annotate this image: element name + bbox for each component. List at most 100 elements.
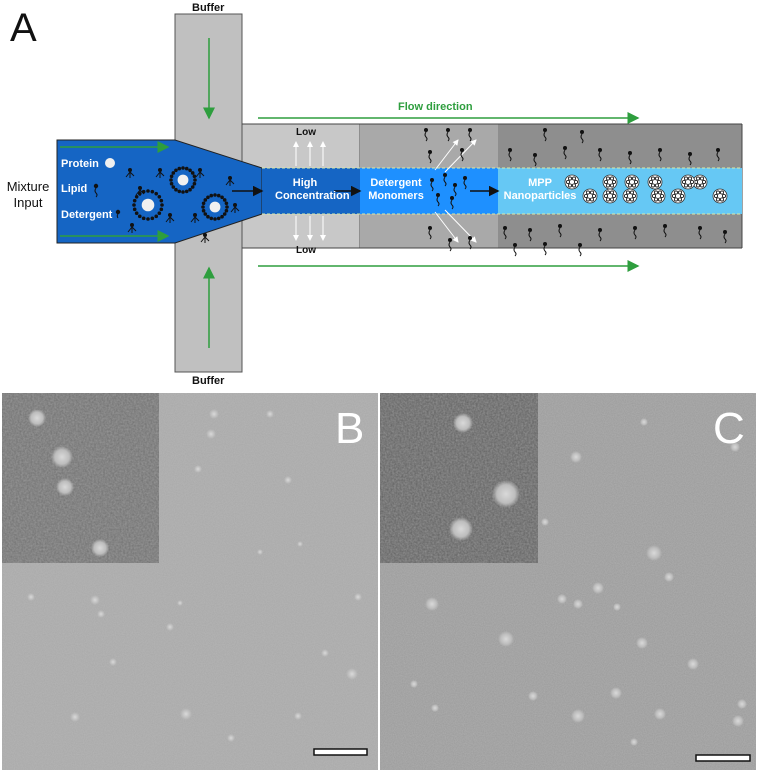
particle: [498, 631, 514, 647]
particles-c: [410, 413, 747, 746]
particle: [557, 594, 567, 604]
detergent-monomer: [628, 151, 632, 165]
lipid-cluster: [190, 213, 200, 223]
micrograph-b: [2, 393, 378, 770]
detergent-monomer: [443, 173, 447, 187]
particle: [571, 709, 585, 723]
particle: [177, 600, 183, 606]
detergent-monomer: [450, 196, 454, 210]
nanoparticle: [564, 174, 580, 190]
detergent-monomer: [563, 146, 567, 160]
particle: [354, 593, 362, 601]
particle: [194, 465, 202, 473]
detergent-monomer: [430, 178, 434, 192]
detergent-monomer: [658, 148, 662, 162]
scale-bar-b: [313, 748, 368, 756]
particle: [431, 704, 439, 712]
nanoparticle: [602, 188, 618, 204]
detergent-monomer: [688, 152, 692, 166]
particle: [70, 712, 80, 722]
buffer-label-top: Buffer: [192, 2, 225, 14]
particle: [284, 476, 292, 484]
stage-high-concentration: High Concentration: [275, 177, 350, 202]
flow-direction-label: Flow direction: [398, 101, 473, 113]
diffusion-arrows: [293, 139, 477, 243]
stage-detergent-monomers: Detergent Monomers: [368, 177, 424, 202]
nanoparticle: [647, 174, 663, 190]
detergent-monomer: [533, 153, 537, 167]
detergent-monomer: [446, 128, 450, 142]
detergent-monomer: [468, 236, 472, 250]
particle: [294, 712, 302, 720]
detergent-monomer: [598, 228, 602, 242]
nanoparticle: [622, 188, 638, 204]
detergent-monomer: [513, 243, 517, 257]
panel-label-a: A: [10, 6, 37, 50]
detergent-monomer: [428, 226, 432, 240]
micelle: [201, 193, 229, 221]
panel-label-c: C: [713, 404, 745, 453]
panel-label-b: B: [335, 404, 365, 453]
detergent-monomer: [468, 128, 472, 142]
nanoparticle: [650, 188, 666, 204]
lipid-cluster: [135, 186, 145, 196]
particle: [346, 668, 358, 680]
particle: [453, 413, 473, 433]
mixture-input-label: Mixture Input: [6, 179, 50, 210]
lipid-cluster: [230, 203, 240, 213]
nanoparticle: [582, 188, 598, 204]
particle: [541, 518, 549, 526]
particle: [180, 708, 192, 720]
nanoparticle: [680, 174, 696, 190]
particle: [592, 582, 604, 594]
nanoparticle: [602, 174, 618, 190]
detergent-monomer: [460, 148, 464, 162]
particle: [166, 623, 174, 631]
scale-bar-c: [695, 754, 751, 762]
particle: [737, 699, 747, 709]
detergent-monomer: [580, 130, 584, 144]
particle: [654, 708, 666, 720]
detergent-monomer: [508, 148, 512, 162]
particle: [528, 691, 538, 701]
particle: [425, 597, 439, 611]
detergent-monomer: [723, 230, 727, 244]
detergent-monomer: [424, 128, 428, 142]
particle: [266, 410, 274, 418]
detergent-monomer: [428, 150, 432, 164]
particle: [449, 517, 473, 541]
detergent-monomer: [463, 176, 467, 190]
stage-mpp-nanoparticles: MPP Nanoparticles: [503, 177, 577, 202]
particle: [646, 545, 662, 561]
micelle: [169, 166, 197, 194]
particle: [570, 451, 582, 463]
detergent-monomer: [503, 226, 507, 240]
particle: [56, 478, 74, 496]
detergent-monomer: [698, 226, 702, 240]
particle: [91, 539, 109, 557]
detergent-monomer: [448, 238, 452, 252]
detergent-monomer: [543, 128, 547, 142]
detergent-monomer: [633, 226, 637, 240]
particle: [687, 658, 699, 670]
particles-b: [27, 409, 362, 742]
detergent-monomer: [436, 193, 440, 207]
particle: [257, 549, 263, 555]
nanoparticle: [670, 188, 686, 204]
particle: [664, 572, 674, 582]
lipid-cluster: [200, 233, 210, 243]
detergent-icon: [115, 209, 121, 219]
detergent-monomer: [663, 224, 667, 238]
lipid-cluster: [155, 168, 165, 178]
particle: [297, 541, 303, 547]
detergent-monomer: [453, 183, 457, 197]
particle: [573, 599, 583, 609]
detergent-monomer: [598, 148, 602, 162]
particle: [636, 637, 648, 649]
particle: [97, 610, 105, 618]
particle: [90, 595, 100, 605]
legend-lipid-label: Lipid: [61, 183, 88, 195]
low-concentration-bottom: Low: [296, 245, 316, 256]
particle: [410, 680, 418, 688]
